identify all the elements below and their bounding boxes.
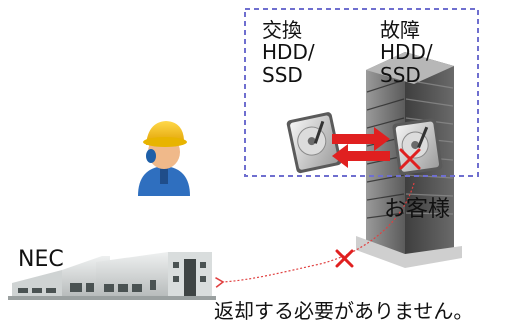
customer-label: お客様: [384, 197, 451, 222]
cross-mark: [335, 249, 354, 268]
note-label: 返却する必要がありません。: [214, 299, 474, 323]
replacement-label-line: SSD: [262, 62, 303, 87]
replacement-disk-label: 交換 HDD/ SSD: [262, 18, 315, 87]
cross-mark: [399, 148, 421, 170]
hard-drive-icon: [286, 112, 342, 174]
replacement-label-line: HDD/: [262, 40, 315, 65]
failed-disk-label: 故障 HDD/ SSD: [380, 18, 433, 87]
return-path-line: [215, 182, 415, 288]
replacement-label-line: 交換: [262, 18, 302, 42]
swap-arrow-left: [332, 144, 390, 168]
swap-arrow-right: [332, 127, 390, 151]
worker-icon: [138, 121, 190, 196]
customer-site-boundary: [244, 8, 479, 177]
failed-label-line: 故障: [380, 18, 420, 42]
hard-drive-icon: [392, 118, 443, 175]
failed-label-line: HDD/: [380, 40, 433, 65]
vendor-label: NEC: [18, 247, 64, 272]
failed-label-line: SSD: [380, 62, 421, 87]
factory-icon: [8, 252, 216, 300]
